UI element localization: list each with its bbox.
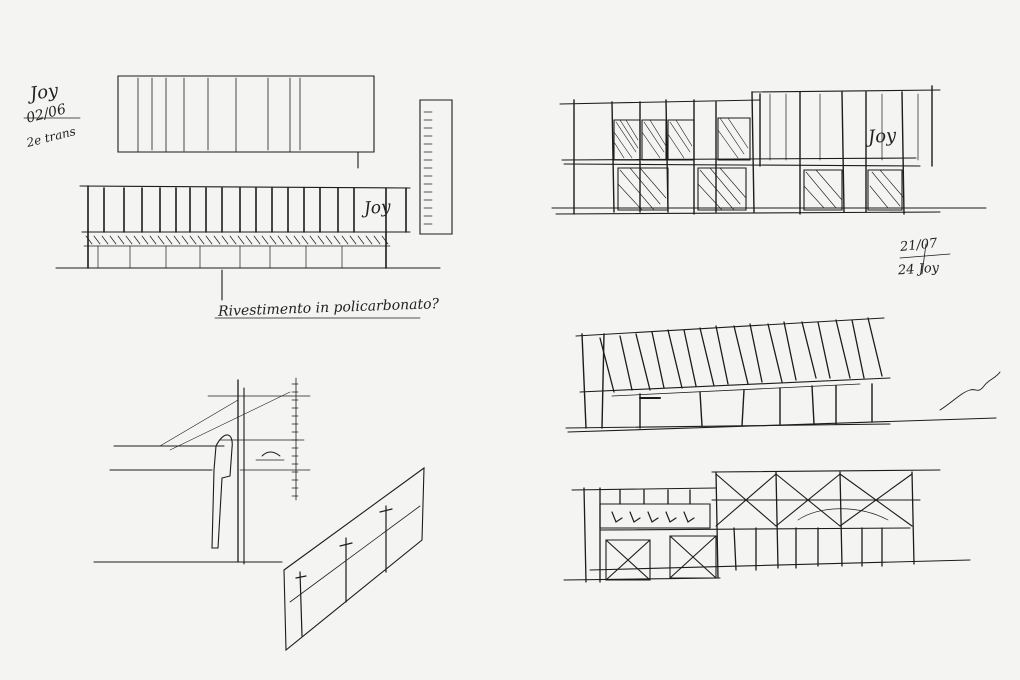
- date-note-right-2: 24 Joy: [897, 260, 940, 279]
- signature-elevation-2: Joy: [867, 125, 897, 148]
- elevation-sketch-bottom-right: [564, 470, 970, 582]
- elevation-sketch-top-left: [24, 76, 452, 318]
- section-sketch-bottom-left: [94, 378, 424, 650]
- elevation-sketch-top-right: [552, 86, 986, 274]
- signature-elevation-1: Joy: [363, 197, 392, 219]
- date-note-joy: Joy: [28, 80, 60, 105]
- elevation-sketch-middle-right: [566, 318, 1000, 432]
